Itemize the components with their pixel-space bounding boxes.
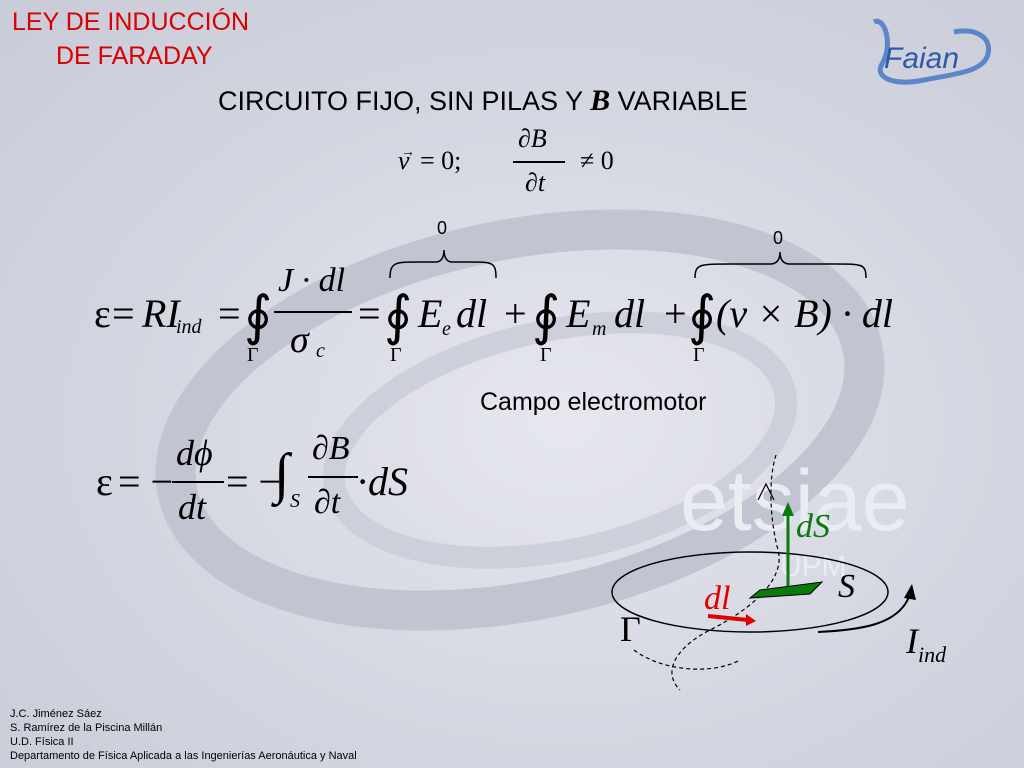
annotation-campo-electromotor: Campo electromotor [480, 388, 707, 416]
circuit-diagram [611, 454, 916, 691]
flux-S-limit: S [290, 490, 300, 512]
subtitle-prefix: CIRCUITO FIJO, SIN PILAS Y [218, 86, 591, 116]
braces [389, 249, 867, 279]
cond-eq0: = 0; [420, 146, 462, 175]
credit-line-1: J.C. Jiménez Sáez [10, 708, 102, 720]
diagram-dl-label: dl [704, 580, 731, 617]
eq-c-sub: c [316, 340, 325, 362]
subtitle-suffix: VARIABLE [610, 86, 748, 116]
flux-dot: · [356, 459, 370, 504]
fraction-bar [308, 476, 358, 478]
eq-E-m: E [566, 291, 591, 336]
flux-dB: ∂B [312, 430, 350, 467]
integral-icon: ∫ [274, 443, 290, 505]
contour-integral-icon: ∮ [532, 286, 561, 346]
integral-limit: Γ [693, 344, 705, 366]
integral-limit: Γ [247, 344, 259, 366]
credit-line-2: S. Ramírez de la Piscina Millán [10, 722, 163, 734]
slide-title-line2: DE FARADAY [56, 42, 213, 70]
cond-ne0: ≠ 0 [580, 146, 614, 175]
eq-sign-1: = [112, 291, 135, 336]
watermark-text: etsiae [680, 453, 910, 549]
contour-integral-icon: ∮ [384, 286, 413, 346]
eq-eps: ε [94, 291, 111, 336]
flux-minus-eq-2: = − [226, 459, 282, 504]
credit-line-4: Departamento de Física Aplicada a las In… [10, 750, 357, 762]
contour-integral-icon: ∮ [244, 286, 273, 346]
eq-dl-1: dl [456, 291, 488, 336]
eq-dl-2: dl [614, 291, 646, 336]
vec-arrow-icon: → [401, 145, 415, 160]
cond-dB: ∂B [518, 124, 547, 153]
eq-plus-1: + [504, 291, 527, 336]
eq-plus-2: + [664, 291, 687, 336]
eq-e-sub: e [442, 318, 451, 340]
eq-m-sub: m [592, 318, 607, 340]
eq-vxB: (v × B) · dl [716, 291, 893, 336]
eq-E-e: E [418, 291, 443, 336]
diagram-ind-sub: ind [918, 642, 947, 667]
fraction-bar [274, 311, 352, 313]
flux-dt2: ∂t [314, 484, 341, 521]
watermark-sub: UPM [780, 550, 847, 583]
fraction-bar [172, 481, 224, 483]
eq-ind-sub: ind [176, 316, 202, 338]
diagram-Gamma-label: Γ [620, 609, 641, 649]
fraction-bar [513, 161, 565, 163]
credit-line-3: U.D. Física II [10, 736, 74, 748]
cond-v: v [398, 146, 410, 175]
flux-eps: ε [96, 459, 113, 504]
logo-text: Faian [884, 42, 959, 75]
faian-logo: Faian [872, 18, 991, 85]
flux-dphi: dϕ [176, 433, 213, 473]
integral-limit: Γ [540, 344, 552, 366]
slide-subtitle: CIRCUITO FIJO, SIN PILAS Y B VARIABLE [218, 84, 748, 118]
diagram-S-label: S [838, 568, 855, 605]
flux-minus-eq-1: = − [118, 459, 174, 504]
flux-dS: dS [368, 459, 408, 504]
eq-RI: RI [142, 291, 180, 336]
eq-J-dl: J · dl [278, 262, 346, 299]
flux-dt: dt [178, 487, 207, 527]
eq-sign-3: = [358, 291, 381, 336]
brace-label-left: 0 [437, 218, 448, 238]
subtitle-symbol: B [590, 84, 611, 117]
diagram-dS-label: dS [796, 508, 830, 545]
integral-limit: Γ [390, 344, 402, 366]
eq-sign-2: = [218, 291, 241, 336]
contour-integral-icon: ∮ [688, 286, 717, 346]
eq-sigma: σ [290, 319, 309, 361]
diagram-I-label: I [906, 621, 918, 661]
brace-label-right: 0 [773, 228, 784, 248]
cond-dt: ∂t [525, 168, 546, 197]
slide-title-line1: LEY DE INDUCCIÓN [12, 8, 250, 36]
